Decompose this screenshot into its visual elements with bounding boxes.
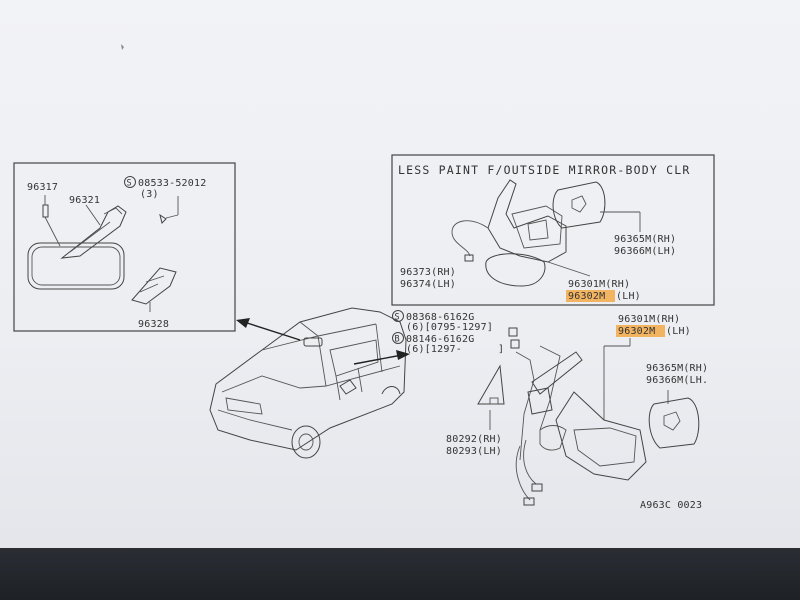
bolt-b-close: ]: [498, 344, 504, 355]
stay-cover: [131, 267, 177, 305]
rear-wheel: [381, 386, 401, 395]
bolt-callouts: S 08368-6162G (6)[0795-1297] B 08146-616…: [392, 310, 520, 355]
bolt-s-symbol: S: [395, 313, 400, 323]
inset-frame: [391, 154, 715, 306]
label-96321: 96321: [69, 195, 100, 206]
highlight-marker-2: [616, 325, 665, 337]
screw: [159, 213, 167, 224]
mirror-housing: [555, 391, 647, 481]
bolt-s-qty: (6)[0795-1297]: [406, 322, 493, 333]
label-screw-ref: 08533-52012: [138, 178, 206, 189]
highlight-marker: [566, 290, 615, 302]
dust-speck: [121, 44, 124, 50]
mirror-base: [527, 387, 553, 415]
outer-label-lh-3: 80293(LH): [446, 446, 502, 457]
mirror-body: [487, 179, 567, 263]
inset-label-lh-3-part: 96302M: [568, 291, 605, 302]
car-outer-mirror: [339, 379, 357, 395]
outer-mirror-assembly: 96301M(RH) 96302M (LH) 96365M(RH) 96366M…: [446, 314, 708, 506]
figure-code: A963C 0023: [640, 500, 702, 511]
monitor-bezel: [0, 548, 800, 600]
car-illustration: [209, 307, 410, 459]
mirror-glass: [552, 181, 606, 229]
bolt-b-ref: 08146-6162G: [406, 334, 474, 345]
outer-label-lh-1-part: 96302M: [618, 326, 655, 337]
screw-symbol-circle: [124, 176, 136, 188]
inner-mirror-frame: [13, 162, 236, 332]
inset-title: LESS PAINT F/OUTSIDE MIRROR-BODY CLR: [398, 163, 690, 177]
outer-label-rh-2: 96365M(RH): [646, 363, 708, 374]
mirror-wire: [523, 439, 537, 485]
inset-box: LESS PAINT F/OUTSIDE MIRROR-BODY CLR 963…: [391, 154, 715, 306]
bolt-s-ref: 08368-6162G: [406, 312, 474, 323]
label-96317: 96317: [27, 182, 58, 193]
car-body: [209, 307, 407, 451]
front-wheel: [291, 425, 321, 459]
mirror-cover: [485, 253, 546, 287]
rearview-mirror-inner: [31, 246, 121, 286]
car-inner-mirror: [303, 337, 323, 347]
clip-part: [42, 204, 49, 218]
mirror-stay: [60, 205, 127, 259]
inner-mirror-box: 96317 96321 S 08533-52012 (3) 96328: [13, 162, 236, 332]
inset-label-lh-2: 96374(LH): [400, 279, 456, 290]
inset-label-rh-2: 96373(RH): [400, 267, 456, 278]
outer-label-lh-2: 96366M(LH.: [646, 375, 708, 386]
inset-label-rh-1: 96365M(RH): [614, 234, 676, 245]
label-96328: 96328: [138, 319, 169, 330]
inset-label-rh-3: 96301M(RH): [568, 279, 630, 290]
label-screw-qty: (3): [140, 189, 159, 200]
inset-label-lh-1: 96366M(LH): [614, 246, 676, 257]
outer-label-rh-1: 96301M(RH): [618, 314, 680, 325]
outer-label-rh-3: 80292(RH): [446, 434, 502, 445]
inset-label-lh-3-side: (LH): [616, 291, 641, 302]
bolt-b-symbol: B: [395, 335, 400, 345]
outer-mirror-glass: [648, 397, 700, 449]
bolt-b-qty: (6)[1297-: [406, 344, 462, 355]
parts-diagram: 96317 96321 S 08533-52012 (3) 96328 LESS…: [13, 44, 715, 511]
rearview-mirror: [27, 242, 125, 290]
outer-label-lh-1-side: (LH): [666, 326, 691, 337]
screw-symbol: S: [127, 179, 132, 189]
wire-harness: [451, 220, 489, 257]
